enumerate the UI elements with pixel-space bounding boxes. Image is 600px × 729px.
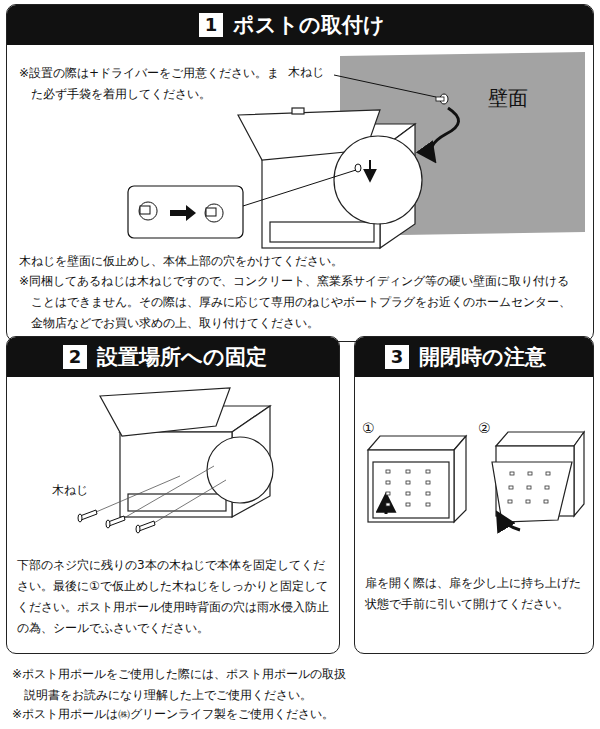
instruction-text: 扉を開く際は、扉を少し上に持ち上げた状態で手前に引いて開けてください。	[365, 573, 587, 615]
instruction-text: 下部のネジ穴に残りの3本の木ねじで本体を固定してください。最後に①で仮止めした木…	[17, 555, 335, 639]
panel-title: 設置場所への固定	[97, 343, 267, 371]
step-number: 2	[69, 345, 82, 369]
footnote: ※ポスト用ポールをご使用した際には、ポスト用ポールの取扱説明書をお読みになり理解…	[12, 664, 352, 706]
wood-screws	[78, 510, 155, 533]
step-marker: ①	[362, 418, 375, 439]
footnote: ※ポスト用ポールは㈱グリーンライフ製をご使用ください。	[12, 704, 512, 725]
step-number: 1	[205, 13, 218, 37]
mailbox	[100, 388, 273, 517]
mailbox	[238, 108, 422, 248]
part-label: 木ねじ	[52, 480, 88, 501]
panel-title: ポストの取付け	[233, 11, 385, 39]
screw-detail	[355, 160, 370, 180]
screw-guide-lines	[96, 466, 226, 523]
instruction-panel: ポストの取付け ※設置の際は+ドライバーをご用意ください。また必ず手袋を着用してく…	[6, 4, 594, 342]
wall-label: 壁面	[488, 84, 528, 112]
inset-box	[128, 186, 243, 238]
part-label: 木ねじ	[288, 62, 324, 83]
step-number: 3	[391, 345, 404, 369]
step-number-box: 1	[199, 13, 223, 37]
instruction-text: ※設置の際は+ドライバーをご用意ください。また必ず手袋を着用してください。	[19, 63, 289, 105]
curved-arrow	[498, 514, 520, 530]
instruction-text: ※同梱してあるねじは木ねじですので、コンクリート、窯業系サイディング等の硬い壁面…	[19, 271, 581, 334]
step-number-box: 3	[385, 345, 409, 369]
instruction-panel: 開閉時の注意扉を開く際は、扉を少し上に持ち上げた状態で手前に引いて開けてください…	[354, 336, 594, 654]
instruction-text: 木ねじを壁面に仮止めし、本体上部の穴をかけてください。	[19, 251, 579, 272]
detail-leader	[243, 170, 356, 206]
panel-title: 開閉時の注意	[419, 343, 546, 371]
step-marker: ②	[478, 418, 491, 439]
door-holes	[386, 470, 550, 506]
leader-line	[334, 75, 436, 97]
wood-screw	[436, 94, 448, 104]
mailbox-open	[492, 432, 584, 522]
step-number-box: 2	[63, 345, 87, 369]
mailbox-closed	[368, 436, 466, 522]
curved-arrow	[431, 108, 459, 160]
